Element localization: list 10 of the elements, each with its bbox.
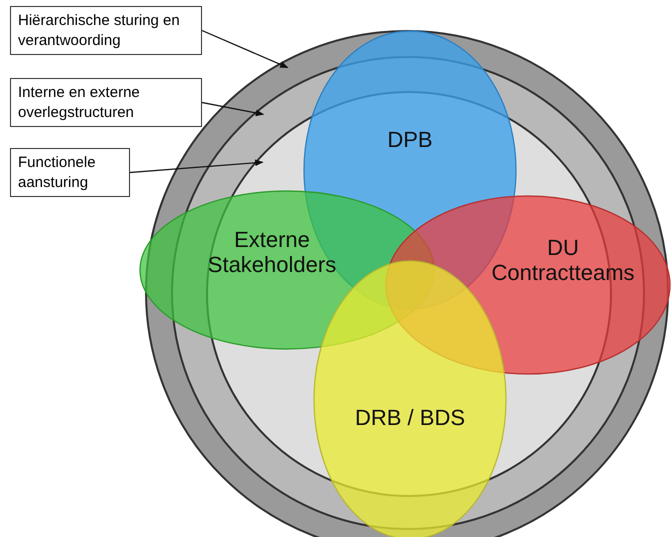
ellipse-label: DU Contractteams bbox=[490, 234, 636, 286]
ellipse-label: DRB / BDS bbox=[354, 405, 466, 431]
leader-line bbox=[202, 30, 288, 68]
callout-label: Hiërarchische sturing en verantwoording bbox=[10, 6, 202, 55]
ellipse-label: DPB bbox=[387, 127, 433, 153]
leader-line bbox=[202, 102, 264, 116]
ellipse-label: Externe Stakeholders bbox=[206, 226, 338, 278]
callout-label: Functionele aansturing bbox=[10, 148, 130, 197]
callout-label: Interne en externe overlegstructuren bbox=[10, 78, 202, 127]
leader-line bbox=[130, 159, 264, 174]
